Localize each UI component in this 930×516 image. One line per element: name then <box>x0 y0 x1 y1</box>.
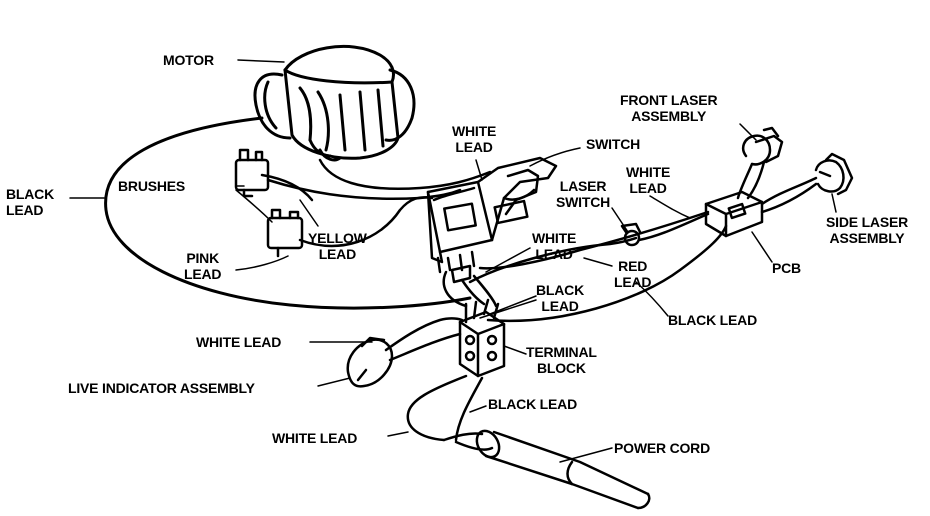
white-lead-motor <box>318 158 492 190</box>
laser-switch-leader <box>611 207 629 233</box>
front-laser-part <box>736 126 784 200</box>
pcb-leader <box>751 231 773 263</box>
brush-upper <box>234 148 314 202</box>
switch-to-terminal-2 <box>460 278 486 306</box>
power-cord-leader <box>559 447 613 463</box>
motor-part <box>253 44 416 162</box>
side-laser-leader <box>831 193 837 213</box>
laser-switch-part <box>620 212 710 247</box>
white-lead-bottom-leader <box>387 431 409 437</box>
label-live-indicator-assembly: LIVE INDICATOR ASSEMBLY <box>68 380 255 396</box>
side-laser-part <box>760 152 854 214</box>
motor-leader <box>237 59 285 63</box>
label-white-lead-bottom: WHITE LEAD <box>272 430 358 446</box>
label-switch: SWITCH <box>586 136 641 152</box>
yellow-lead-wire <box>266 178 462 201</box>
pcb-part <box>704 190 764 238</box>
red-lead-wire <box>468 236 638 284</box>
black-lead-right-leader <box>635 281 669 317</box>
label-brushes: BRUSHES <box>118 178 186 194</box>
white-lead-pcb-leader <box>649 195 691 219</box>
black-lead-to-pcb <box>486 224 728 323</box>
live-indicator-part <box>346 317 464 388</box>
terminal-block-leader <box>503 345 527 355</box>
pink-lead-wire <box>298 196 434 248</box>
switch-to-terminal-1 <box>442 270 468 308</box>
black-lead-bottom-leader <box>469 405 487 413</box>
brush-lower <box>266 208 304 258</box>
yellow-lead-leader <box>299 199 319 227</box>
power-cord-part <box>406 374 651 510</box>
red-lead-leader <box>583 257 613 267</box>
label-black-lead-bottom: BLACK LEAD <box>488 396 577 412</box>
switch-leader <box>529 147 581 167</box>
switch-to-terminal-3 <box>472 274 498 308</box>
label-white-lead-left: WHITE LEAD <box>196 334 282 350</box>
front-laser-leader <box>739 123 757 141</box>
white-lead-top-leader <box>475 159 483 181</box>
brushes-leader-2 <box>235 189 273 223</box>
terminal-block-part <box>458 298 506 378</box>
pink-lead-leader <box>235 255 289 271</box>
label-black-lead-right: BLACK LEAD <box>668 312 757 328</box>
black-lead-mid-leader <box>479 295 537 319</box>
live-indicator-leader <box>317 377 351 387</box>
label-power-cord: POWER CORD <box>614 440 711 456</box>
white-lead-mid-leader <box>485 247 531 273</box>
label-pcb: PCB <box>772 260 801 276</box>
label-motor: MOTOR <box>163 52 214 68</box>
switch-part <box>426 156 558 284</box>
black-lead-loop <box>104 116 472 310</box>
